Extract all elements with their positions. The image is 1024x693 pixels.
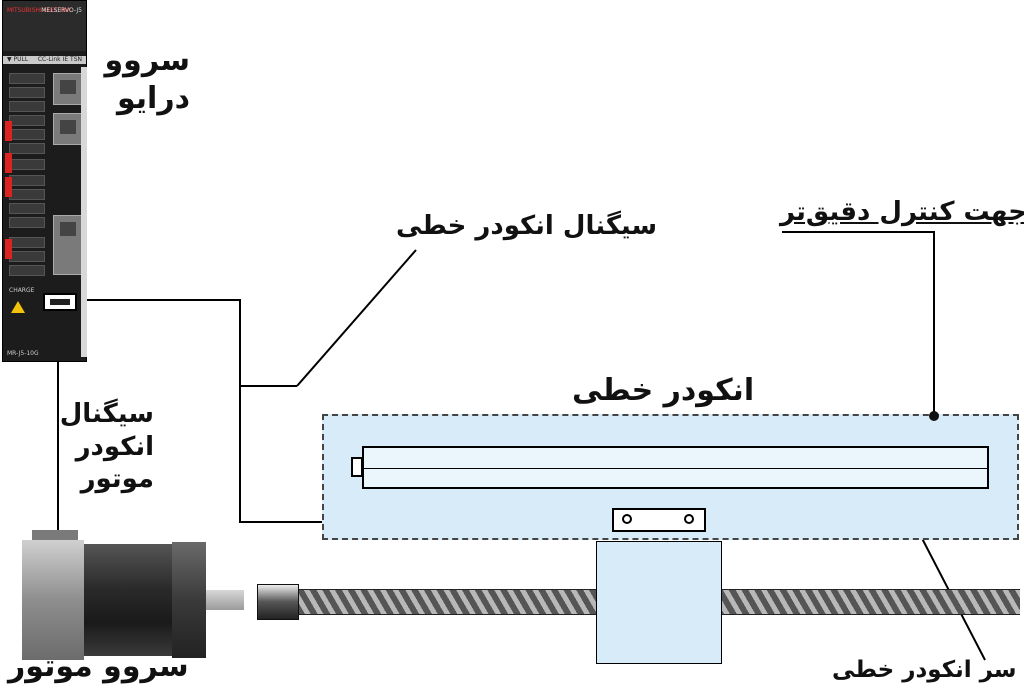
fine-control-leader xyxy=(782,231,935,414)
drive-terminal xyxy=(9,237,45,248)
encoder-head-label: سر انکودر خطی xyxy=(832,657,1017,683)
servo-drive-label-line: سروو xyxy=(104,43,190,78)
servo-motor-label: سروو موتور xyxy=(8,649,189,684)
drive-series: MELSERVO-J5 xyxy=(41,7,82,14)
drive-red-tag xyxy=(5,121,12,141)
motor-encoder-housing xyxy=(22,540,84,660)
drive-red-tag xyxy=(5,177,12,197)
drive-terminal xyxy=(9,115,45,126)
drive-terminal xyxy=(9,189,45,200)
drive-model: MR-J5-10G xyxy=(7,350,39,357)
linear-encoder-signal-leader xyxy=(296,249,417,387)
scale-groove xyxy=(364,468,987,469)
drive-terminal xyxy=(9,101,45,112)
drive-network-label: CC-Link IE TSN xyxy=(37,56,82,63)
linear-encoder-signal-label: سیگنال انکودر خطی xyxy=(396,211,658,241)
motor-shaft xyxy=(206,590,244,610)
warning-icon xyxy=(11,301,25,313)
drive-side-strip xyxy=(81,67,87,357)
cn1a-port xyxy=(53,73,83,105)
drive-red-tag xyxy=(5,239,12,259)
servo-motor xyxy=(22,530,244,660)
drive-header xyxy=(3,1,86,51)
scale-end-cap xyxy=(351,457,363,477)
servo-drive-label: سروو درایو xyxy=(104,42,190,117)
drive-terminal xyxy=(9,159,45,170)
motor-encoder-signal-line: سیگنال xyxy=(59,399,154,429)
cn3-port xyxy=(53,215,83,275)
servo-drive: MITSUBISHI ELECTRIC MELSERVO-J5 ▼ PULL C… xyxy=(2,0,87,362)
drive-terminal xyxy=(9,87,45,98)
mounting-hole xyxy=(684,514,694,524)
linear-encoder-label: انکودر خطی xyxy=(572,373,755,408)
motor-encoder-signal-line: انکودر xyxy=(75,431,154,462)
motor-flange xyxy=(172,542,206,658)
drive-terminal xyxy=(9,129,45,140)
drive-terminal xyxy=(9,73,45,84)
servo-drive-label-line: درایو xyxy=(116,80,190,116)
motor-encoder-signal-label: سیگنال انکودر موتور xyxy=(59,398,154,496)
linear-encoder-scale xyxy=(362,446,989,489)
screw-nut-block xyxy=(596,541,722,664)
fine-control-label: جهت کنترل دقیق‌تر xyxy=(780,197,1024,227)
leader-dot xyxy=(929,411,939,421)
drive-red-tag xyxy=(5,153,12,173)
motor-encoder-signal-line: موتور xyxy=(80,464,154,494)
drive-terminal xyxy=(9,251,45,262)
mounting-hole xyxy=(622,514,632,524)
drive-terminal xyxy=(9,265,45,276)
drive-brand: MITSUBISHI ELECTRIC xyxy=(7,7,73,14)
drive-terminal xyxy=(9,175,45,186)
charge-label: CHARGE xyxy=(9,287,35,294)
drive-label-strip xyxy=(3,56,86,64)
drive-terminal xyxy=(9,143,45,154)
drive-pull-label: ▼ PULL xyxy=(7,56,29,63)
cn2-encoder-port xyxy=(43,293,77,311)
encoder-read-head xyxy=(612,508,706,532)
drive-terminal xyxy=(9,217,45,228)
shaft-coupler xyxy=(257,584,299,620)
cn1b-port xyxy=(53,113,83,145)
drive-terminal xyxy=(9,203,45,214)
